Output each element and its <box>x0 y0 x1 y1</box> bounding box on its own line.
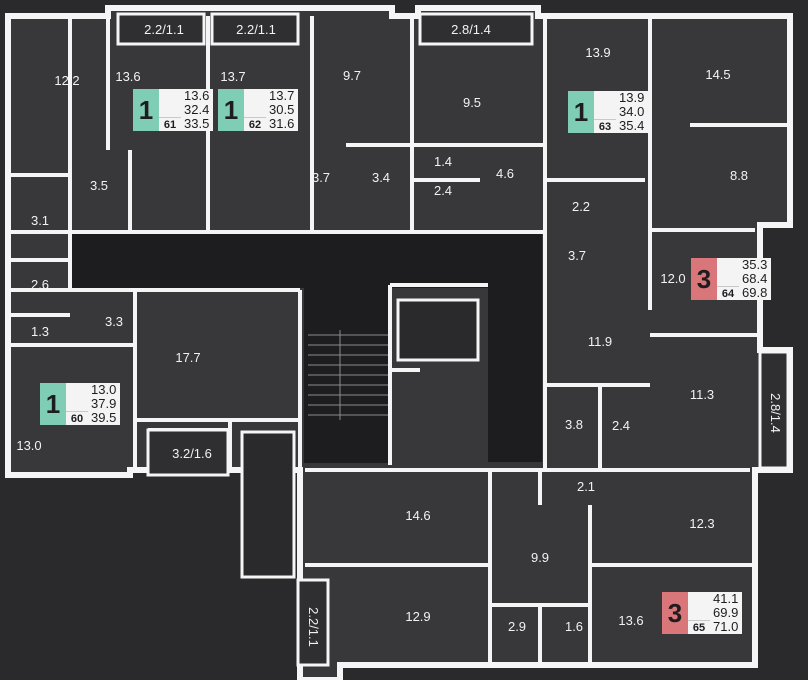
room-area: 2.1 <box>576 479 596 494</box>
room-area: 13.0 <box>16 438 42 453</box>
elevators <box>240 298 480 579</box>
room-area: 1.4 <box>433 154 453 169</box>
room-area: 3.2/1.6 <box>172 446 212 461</box>
staircase <box>308 330 388 420</box>
room-count-badge: 1 <box>218 89 244 131</box>
room-count-badge: 1 <box>568 91 594 133</box>
room-area: 2.9 <box>507 619 527 634</box>
full-area: 71.0 <box>713 619 739 634</box>
room-area: 9.7 <box>342 68 362 83</box>
apartment-number: 63 <box>594 119 616 133</box>
room-area: 1.3 <box>30 324 50 339</box>
room-area: 14.5 <box>705 67 731 82</box>
room-area: 12.9 <box>405 609 431 624</box>
room-area: 2.2/1.1 <box>236 22 276 37</box>
room-area: 12.3 <box>689 516 715 531</box>
room-count-badge: 3 <box>662 592 688 634</box>
room-area: 2.2/1.1 <box>306 607 321 647</box>
room-area: 3.3 <box>104 314 124 329</box>
room-area: 2.6 <box>30 277 50 292</box>
full-area: 39.5 <box>91 410 117 425</box>
room-area: 13.7 <box>220 69 246 84</box>
living-area: 35.3 <box>742 257 768 272</box>
room-area: 1.6 <box>564 619 584 634</box>
room-area: 12.2 <box>54 73 80 88</box>
apartment-number: 61 <box>159 117 181 131</box>
full-area: 69.8 <box>742 285 768 300</box>
apartment-number: 60 <box>66 411 88 425</box>
full-area: 35.4 <box>619 118 645 133</box>
apartment-number: 64 <box>717 286 739 300</box>
room-area: 17.7 <box>175 350 201 365</box>
full-area: 31.6 <box>269 116 295 131</box>
total-area: 32.4 <box>184 102 210 117</box>
room-count-badge: 3 <box>691 258 717 300</box>
room-area: 11.3 <box>689 387 715 402</box>
full-area: 33.5 <box>184 116 210 131</box>
balconies <box>116 12 790 667</box>
room-area: 13.6 <box>618 613 644 628</box>
room-area: 2.2/1.1 <box>144 22 184 37</box>
room-area: 12.0 <box>660 271 686 286</box>
total-area: 37.9 <box>91 396 117 411</box>
room-area: 2.8/1.4 <box>451 22 491 37</box>
room-count-badge: 1 <box>40 383 66 425</box>
room-area: 3.7 <box>311 170 331 185</box>
room-area: 13.9 <box>585 45 611 60</box>
room-area: 9.5 <box>462 95 482 110</box>
living-area: 13.0 <box>91 382 117 397</box>
room-area: 4.6 <box>495 166 515 181</box>
room-area: 2.4 <box>611 418 631 433</box>
room-area: 3.7 <box>567 248 587 263</box>
room-count-badge: 1 <box>133 89 159 131</box>
total-area: 69.9 <box>713 605 739 620</box>
apartment-number: 62 <box>244 117 266 131</box>
room-area: 14.6 <box>405 508 431 523</box>
room-area: 3.4 <box>371 170 391 185</box>
room-area: 3.8 <box>564 417 584 432</box>
living-area: 13.7 <box>269 88 295 103</box>
apartment-number: 65 <box>688 620 710 634</box>
living-area: 13.9 <box>619 90 645 105</box>
room-area: 3.5 <box>89 178 109 193</box>
room-area: 13.6 <box>115 69 141 84</box>
total-area: 68.4 <box>742 271 768 286</box>
room-area: 9.9 <box>530 550 550 565</box>
total-area: 30.5 <box>269 102 295 117</box>
room-area: 11.9 <box>587 334 613 349</box>
room-area: 2.2 <box>571 199 591 214</box>
room-area: 2.8/1.4 <box>768 393 783 433</box>
living-area: 41.1 <box>713 591 739 606</box>
room-area: 3.1 <box>30 213 50 228</box>
room-area: 2.4 <box>433 183 453 198</box>
room-area: 8.8 <box>729 168 749 183</box>
total-area: 34.0 <box>619 104 645 119</box>
living-area: 13.6 <box>184 88 210 103</box>
